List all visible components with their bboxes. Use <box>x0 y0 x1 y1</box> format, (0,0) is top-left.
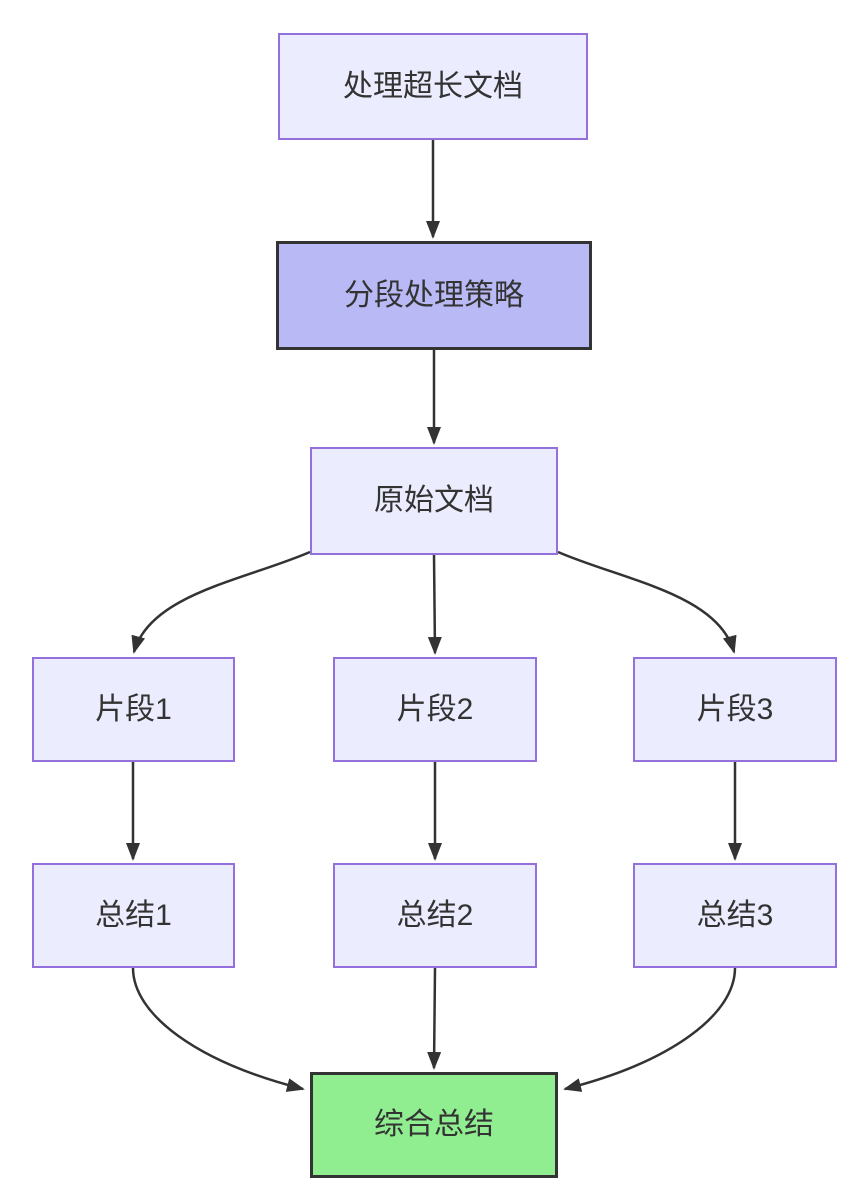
node-process-long-doc-label: 处理超长文档 <box>343 69 523 103</box>
edge-s3-to-f <box>563 967 737 1092</box>
edge-s2-to-f <box>427 967 442 1070</box>
edge-c-to-d3 <box>557 550 737 654</box>
node-summary-1-label: 总结1 <box>95 898 172 932</box>
edge-c-to-d2 <box>427 554 442 655</box>
edge-c-to-d1 <box>131 550 311 654</box>
node-process-long-doc: 处理超长文档 <box>278 33 588 140</box>
node-fragment-3-label: 片段3 <box>696 692 774 726</box>
node-summary-3-label: 总结3 <box>696 898 774 932</box>
node-segment-strategy: 分段处理策略 <box>276 241 592 350</box>
node-original-doc-label: 原始文档 <box>374 484 494 517</box>
node-fragment-1-label: 片段1 <box>95 692 172 726</box>
node-summary-3: 总结3 <box>633 863 837 968</box>
node-final-summary-label: 综合总结 <box>374 1108 494 1141</box>
node-fragment-1: 片段1 <box>32 657 235 762</box>
node-summary-2-label: 总结2 <box>396 898 474 932</box>
node-summary-1: 总结1 <box>32 863 235 968</box>
node-fragment-2: 片段2 <box>333 657 537 762</box>
node-summary-2: 总结2 <box>333 863 537 968</box>
node-segment-strategy-label: 分段处理策略 <box>344 278 524 312</box>
node-original-doc: 原始文档 <box>310 447 558 555</box>
node-fragment-2-label: 片段2 <box>396 692 474 726</box>
node-final-summary: 综合总结 <box>310 1072 558 1178</box>
edge-s1-to-f <box>131 967 305 1092</box>
node-fragment-3: 片段3 <box>633 657 837 762</box>
